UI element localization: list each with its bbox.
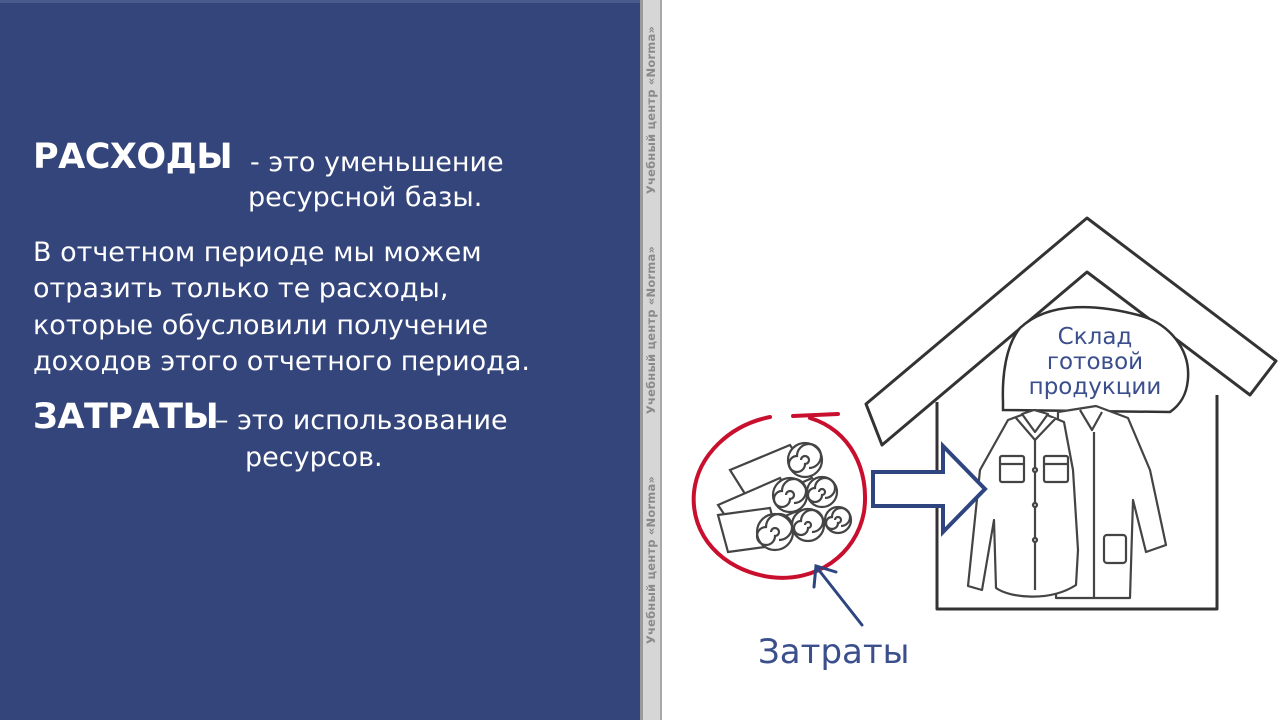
costs-highlight-circle-tail <box>791 412 840 418</box>
definitions-panel: РАСХОДЫ - это уменьшение ресурсной базы.… <box>0 0 640 720</box>
zatraty-heading: ЗАТРАТЫ <box>33 397 219 437</box>
rashody-heading: РАСХОДЫ <box>33 137 233 177</box>
watermark-text-bottom: Учебный центр «Norma» <box>644 475 658 645</box>
period-text-line3: которые обусловили получение <box>33 310 489 341</box>
warehouse-label-line3: продукции <box>1028 374 1162 400</box>
zatraty-definition-line2: ресурсов. <box>245 442 383 473</box>
warehouse-label-line2: готовой <box>1046 349 1144 375</box>
watermark-text-top: Учебный центр «Norma» <box>644 25 658 195</box>
warehouse-label-bubble <box>1001 305 1190 414</box>
period-text-line1: В отчетном периоде мы можем <box>33 237 482 268</box>
fabric-rolls-icon <box>716 441 853 554</box>
costs-label: Затраты <box>758 632 910 672</box>
period-text-line2: отразить только те расходы, <box>33 273 449 304</box>
period-text-line4: доходов этого отчетного периода. <box>33 346 530 377</box>
warehouse-label: Склад готовой продукции <box>1005 325 1185 400</box>
illustration <box>691 216 1278 627</box>
coat-icon <box>1054 404 1168 600</box>
shirt-icon <box>966 408 1080 598</box>
rashody-definition-line1: - это уменьшение <box>250 147 504 178</box>
rashody-definition-line2: ресурсной базы. <box>248 182 483 213</box>
zatraty-definition-line1: – это использование <box>215 405 508 436</box>
warehouse-label-line1: Склад <box>1057 324 1133 350</box>
watermark-strip <box>640 0 662 720</box>
pointer-arrow-icon <box>812 564 864 627</box>
arrow-right-icon <box>871 441 988 537</box>
watermark-text-middle: Учебный центр «Norma» <box>644 245 658 415</box>
top-line <box>0 0 640 3</box>
costs-highlight-circle <box>691 415 867 580</box>
